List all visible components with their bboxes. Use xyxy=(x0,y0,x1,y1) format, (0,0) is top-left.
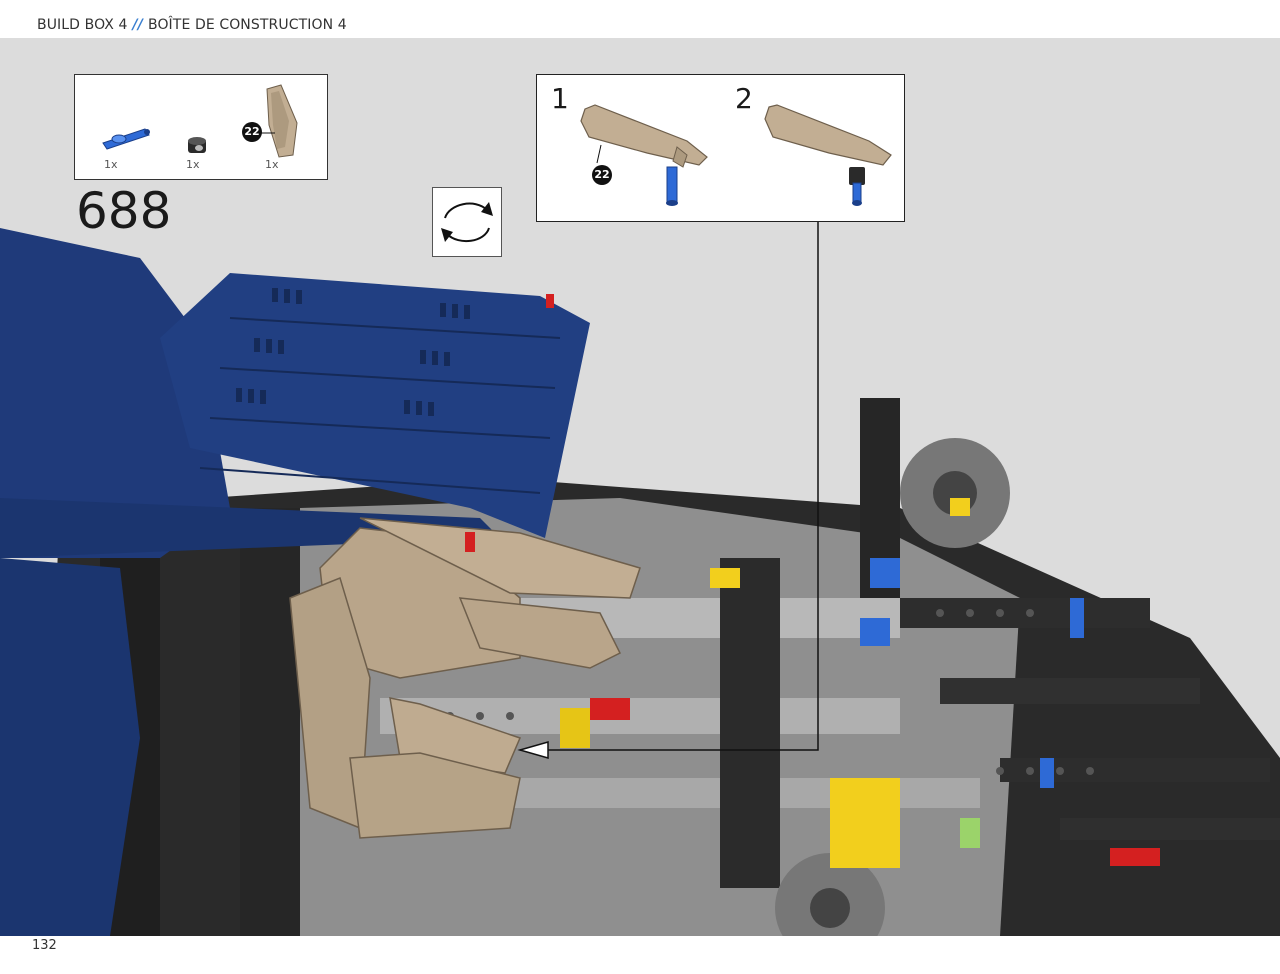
step-number: 688 xyxy=(76,182,172,240)
red-pin xyxy=(465,532,475,552)
rotate-model-box xyxy=(432,187,502,257)
tan-seat-assembly xyxy=(289,517,641,839)
header-title-en: BUILD BOX 4 xyxy=(37,17,128,33)
header-separator: // xyxy=(132,17,143,33)
page-footer xyxy=(0,936,1280,974)
callout-pointer-line xyxy=(517,222,819,759)
parts-callout-badge: 22 xyxy=(242,122,262,142)
substep-1-number: 1 xyxy=(551,82,569,115)
sub-assembly-box: 1 2 22 xyxy=(536,74,905,222)
black-bush-icon xyxy=(188,137,206,153)
part-qty-seat-panel: 1x xyxy=(265,158,279,171)
sub-assembly-graphics xyxy=(580,104,892,206)
part-qty-axle-pin: 1x xyxy=(104,158,118,171)
substep-2-number: 2 xyxy=(735,82,753,115)
part-qty-bush: 1x xyxy=(186,158,200,171)
model-illustration xyxy=(0,222,1280,936)
header-title-fr: BOÎTE DE CONSTRUCTION 4 xyxy=(147,17,347,33)
page-number: 132 xyxy=(32,938,57,953)
header-title: BUILD BOX 4//BOÎTE DE CONSTRUCTION 4 xyxy=(37,17,347,33)
substep-2-seat-part xyxy=(764,104,892,206)
page-header: BUILD BOX 4//BOÎTE DE CONSTRUCTION 4 xyxy=(0,0,1280,38)
parts-list-box xyxy=(74,74,328,180)
rotate-model-icon xyxy=(441,202,493,243)
blue-axle-pin-icon xyxy=(102,128,150,150)
substep-1-seat-part xyxy=(580,104,708,206)
chassis-frame xyxy=(40,398,1280,936)
substep-1-callout-badge: 22 xyxy=(592,165,612,185)
blue-body-panels xyxy=(0,228,590,936)
tan-seat-panel-icon xyxy=(255,84,298,158)
parts-list-graphics xyxy=(102,84,298,158)
